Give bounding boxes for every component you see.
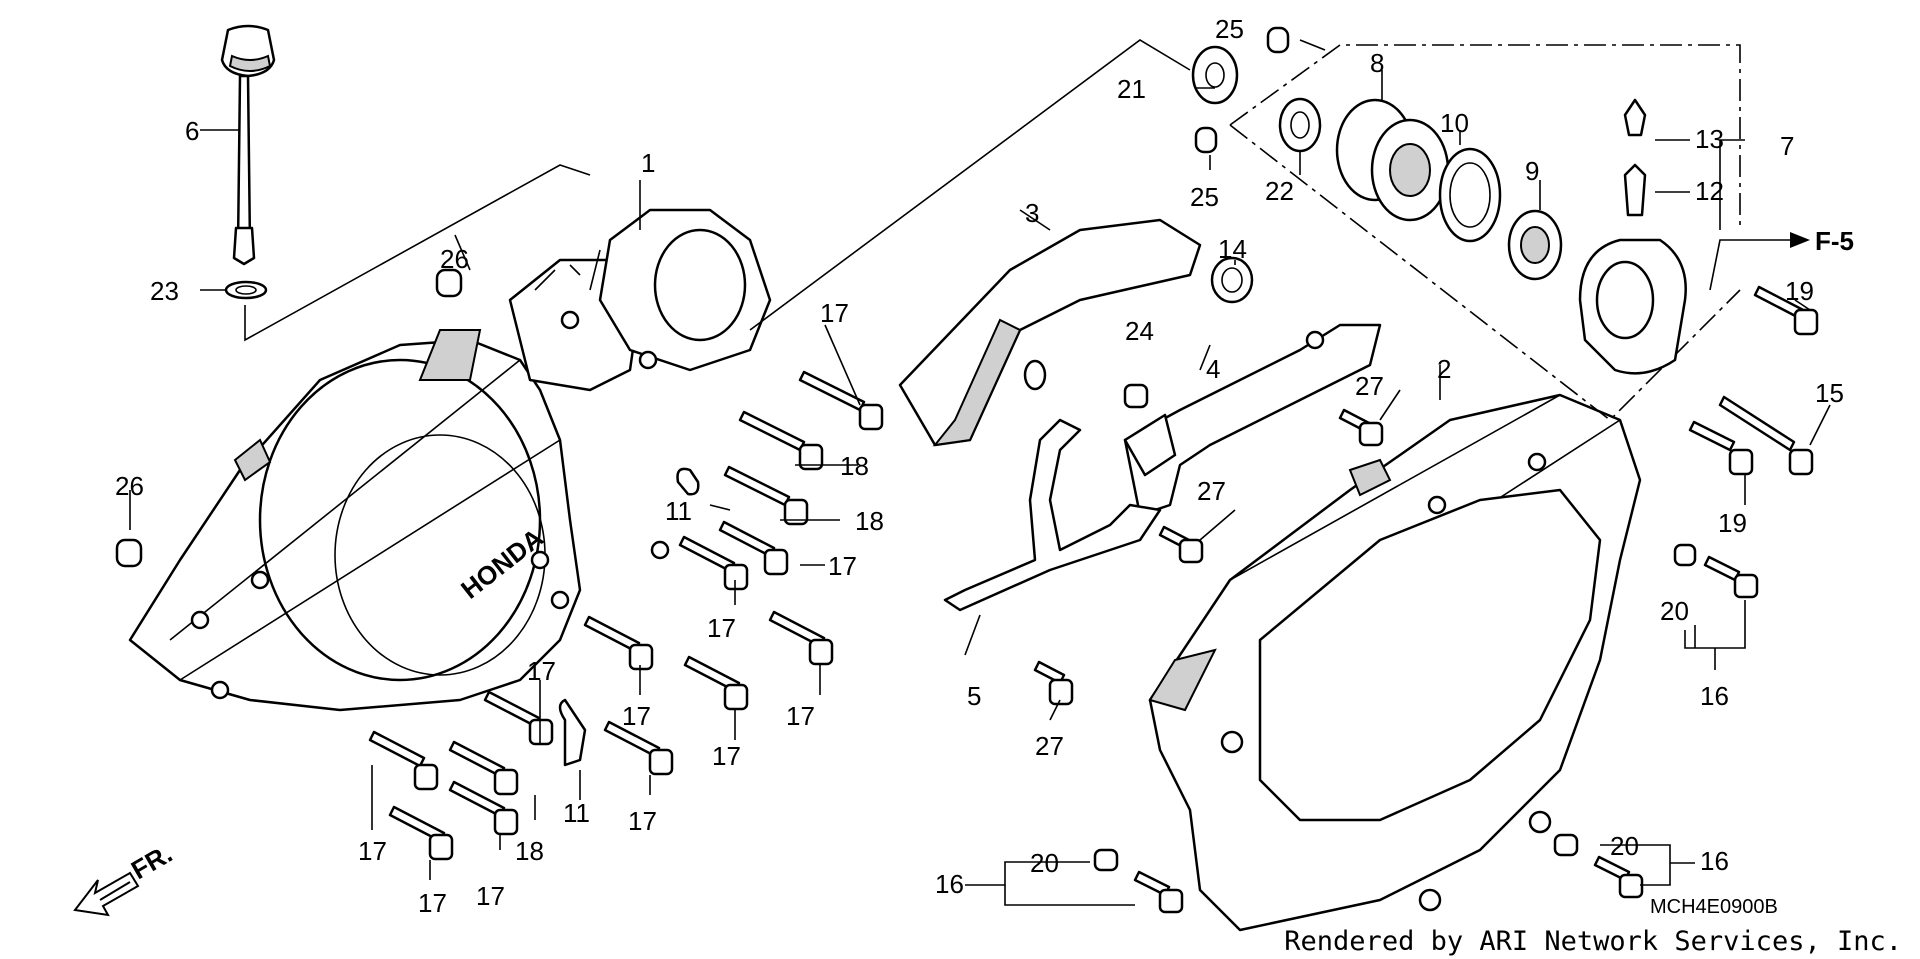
callout-17-d: 17 xyxy=(786,701,815,731)
stay-part[interactable] xyxy=(943,418,1162,612)
callout-7: 7 xyxy=(1780,131,1794,161)
callout-9: 9 xyxy=(1525,156,1539,186)
callout-17-h: 17 xyxy=(628,806,657,836)
bolt-parts[interactable] xyxy=(368,285,1819,914)
callout-16-left: 16 xyxy=(935,869,964,899)
callout-17-e: 17 xyxy=(527,656,556,686)
callout-labels: 1 2 3 4 5 6 7 8 9 10 11 11 12 13 14 15 1… xyxy=(115,14,1844,918)
callout-18-a: 18 xyxy=(840,451,869,481)
right-crankcase-cover[interactable] xyxy=(1148,393,1642,932)
callout-20-left: 20 xyxy=(1030,848,1059,878)
callout-20-bottom: 20 xyxy=(1610,831,1639,861)
callout-8: 8 xyxy=(1370,48,1384,78)
callout-18-c: 18 xyxy=(515,836,544,866)
callout-27-b: 27 xyxy=(1197,476,1226,506)
callout-18-b: 18 xyxy=(855,506,884,536)
pump-bearing-part[interactable] xyxy=(1438,147,1502,243)
diagram-code: MCH4E0900B xyxy=(1650,896,1778,918)
callout-22: 22 xyxy=(1265,176,1294,206)
callout-19-lower: 19 xyxy=(1718,508,1747,538)
callout-25-upper: 25 xyxy=(1215,14,1244,44)
left-crankcase-cover[interactable] xyxy=(128,208,772,712)
callout-16-bottom: 16 xyxy=(1700,846,1729,876)
callout-24: 24 xyxy=(1125,316,1154,346)
impeller-part[interactable] xyxy=(1507,209,1563,281)
bracket-part[interactable] xyxy=(1123,323,1382,517)
leader-lines xyxy=(129,39,1831,906)
pump-cover-part[interactable] xyxy=(1578,238,1687,375)
callout-26-lower: 26 xyxy=(115,471,144,501)
clamp-parts[interactable] xyxy=(558,467,700,767)
callout-4: 4 xyxy=(1206,354,1220,384)
dipstick-part[interactable] xyxy=(220,24,276,300)
callout-21: 21 xyxy=(1117,74,1146,104)
callout-15: 15 xyxy=(1815,378,1844,408)
callout-17-b: 17 xyxy=(828,551,857,581)
callout-12: 12 xyxy=(1695,176,1724,206)
callout-25-lower: 25 xyxy=(1190,182,1219,212)
credit-text: Rendered by ARI Network Services, Inc. xyxy=(1284,926,1902,957)
callout-17-k: 17 xyxy=(476,881,505,911)
callout-19-upper: 19 xyxy=(1785,276,1814,306)
callout-17-c: 17 xyxy=(707,613,736,643)
callout-23: 23 xyxy=(150,276,179,306)
callout-14: 14 xyxy=(1218,234,1247,264)
pump-body-part[interactable] xyxy=(1335,98,1450,222)
callout-5: 5 xyxy=(967,681,981,711)
callout-17-g: 17 xyxy=(712,741,741,771)
grommet-part[interactable] xyxy=(1210,256,1254,304)
callout-6: 6 xyxy=(185,116,199,146)
bleed-bolt-part[interactable] xyxy=(1623,98,1647,217)
reference-label: F-5 xyxy=(1815,226,1854,256)
callout-2: 2 xyxy=(1437,354,1451,384)
callout-16-right: 16 xyxy=(1700,681,1729,711)
callout-27-a: 27 xyxy=(1355,371,1384,401)
callout-17-a: 17 xyxy=(820,298,849,328)
callout-11-lower: 11 xyxy=(563,798,590,828)
callout-17-i: 17 xyxy=(358,836,387,866)
callout-3: 3 xyxy=(1025,198,1039,228)
callout-11-upper: 11 xyxy=(665,496,692,526)
callout-1: 1 xyxy=(641,148,655,178)
cover-guard-part[interactable] xyxy=(898,218,1202,447)
dowel-pin-part[interactable] xyxy=(115,26,1290,568)
oil-seal-part[interactable] xyxy=(1191,45,1239,105)
callout-26-upper: 26 xyxy=(440,244,469,274)
callout-20-right: 20 xyxy=(1660,596,1689,626)
callout-17-f: 17 xyxy=(622,701,651,731)
callout-10: 10 xyxy=(1440,108,1469,138)
pump-seal-part[interactable] xyxy=(1278,97,1322,153)
callout-13: 13 xyxy=(1695,124,1724,154)
nut-parts[interactable] xyxy=(1093,383,1697,872)
callout-27-c: 27 xyxy=(1035,731,1064,761)
front-direction-arrow: FR. xyxy=(73,838,177,917)
callout-17-j: 17 xyxy=(418,888,447,918)
